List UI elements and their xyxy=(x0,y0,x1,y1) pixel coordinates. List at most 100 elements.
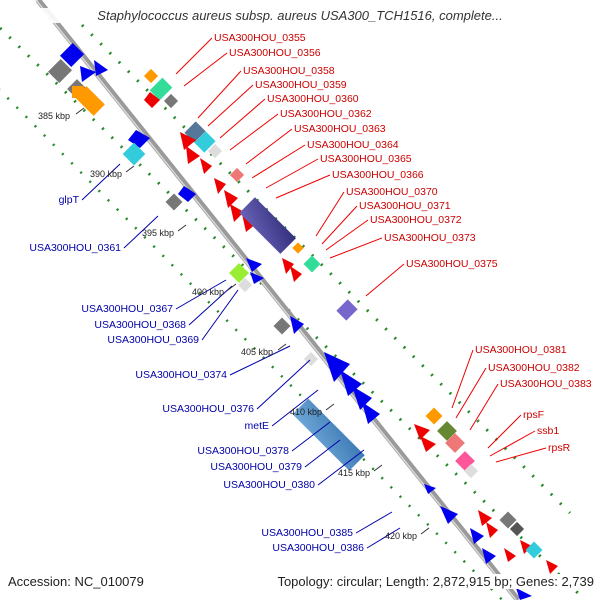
gene-arrow xyxy=(178,186,196,202)
gene-arrow xyxy=(504,548,516,562)
gene-block xyxy=(509,521,525,537)
scale-tick-label: 420 kbp xyxy=(385,531,417,541)
map-title: Staphylococcus aureus subsp. aureus USA3… xyxy=(0,8,600,23)
callout-line xyxy=(125,165,135,173)
gene-label[interactable]: USA300HOU_0367 xyxy=(81,303,173,315)
callout-line xyxy=(487,414,522,449)
gene-arrow xyxy=(440,506,458,524)
gene-block xyxy=(463,463,479,479)
gene-label[interactable]: USA300HOU_0356 xyxy=(229,47,321,59)
gene-label[interactable]: rpsF xyxy=(523,409,544,421)
scale-tick-label: 390 kbp xyxy=(90,169,122,179)
gene-label[interactable]: glpT xyxy=(59,194,80,206)
gene-arrow xyxy=(478,510,492,526)
gene-label[interactable]: USA300HOU_0360 xyxy=(267,93,359,105)
gene-arrow xyxy=(420,436,436,452)
gene-block xyxy=(59,42,85,68)
gene-label[interactable]: rpsR xyxy=(548,442,571,454)
gene-arrow xyxy=(424,484,436,494)
scale-tick-label: 385 kbp xyxy=(38,111,70,121)
gene-block xyxy=(149,77,173,101)
callout-line xyxy=(177,224,187,232)
gene-label[interactable]: USA300HOU_0362 xyxy=(280,108,372,120)
gene-block xyxy=(336,299,358,321)
callout-line xyxy=(291,421,331,452)
gene-arrow xyxy=(250,272,264,284)
gene-block xyxy=(303,255,321,273)
gene-label[interactable]: USA300HOU_0378 xyxy=(197,445,289,457)
gene-block xyxy=(237,277,253,293)
callout-line xyxy=(495,447,547,463)
topology-text: Topology: circular; Length: 2,872,915 bp… xyxy=(277,574,594,589)
gene-label[interactable]: USA300HOU_0359 xyxy=(255,79,347,91)
gene-label[interactable]: USA300HOU_0358 xyxy=(243,65,335,77)
callout-line xyxy=(277,343,287,351)
callout-line xyxy=(207,84,254,127)
gene-label[interactable]: USA300HOU_0361 xyxy=(29,242,121,254)
gene-arrow xyxy=(290,316,304,334)
gene-block xyxy=(239,197,296,254)
gene-block xyxy=(425,407,443,425)
callout-line xyxy=(355,511,393,534)
gene-label[interactable]: USA300HOU_0365 xyxy=(320,153,412,165)
gene-label[interactable]: USA300HOU_0363 xyxy=(294,123,386,135)
gene-block xyxy=(437,421,457,441)
callout-line xyxy=(325,403,335,411)
gene-block xyxy=(143,68,159,84)
gene-block xyxy=(499,511,517,529)
gene-arrow xyxy=(230,204,244,222)
gene-label[interactable]: USA300HOU_0382 xyxy=(488,362,580,374)
callout-line xyxy=(420,527,430,535)
gene-label[interactable]: USA300HOU_0371 xyxy=(359,200,451,212)
callout-line xyxy=(81,163,121,201)
gene-label[interactable]: USA300HOU_0381 xyxy=(475,344,567,356)
callout-line xyxy=(201,289,239,341)
gene-label[interactable]: USA300HOU_0366 xyxy=(332,169,424,181)
gene-label[interactable]: USA300HOU_0376 xyxy=(162,403,254,415)
gene-arrow xyxy=(282,258,294,274)
callout-line xyxy=(455,367,487,419)
gene-arrow xyxy=(180,132,196,150)
callout-line xyxy=(123,215,159,249)
gene-label[interactable]: USA300HOU_0372 xyxy=(370,214,462,226)
gene-label[interactable]: USA300HOU_0368 xyxy=(94,319,186,331)
gene-label[interactable]: USA300HOU_0370 xyxy=(346,186,438,198)
gene-arrow xyxy=(186,146,200,164)
accession-text: Accession: NC_010079 xyxy=(8,574,144,589)
gene-arrow xyxy=(324,352,350,382)
gene-block xyxy=(273,317,291,335)
callout-line xyxy=(469,383,499,431)
gene-label[interactable]: USA300HOU_0375 xyxy=(406,258,498,270)
scale-tick-label: 415 kbp xyxy=(338,468,370,478)
gene-block xyxy=(72,86,84,98)
callout-line xyxy=(275,174,331,199)
callout-line xyxy=(256,359,311,410)
gene-block xyxy=(229,263,249,283)
gene-label[interactable]: USA300HOU_0364 xyxy=(307,139,399,151)
callout-line xyxy=(366,527,401,549)
gene-block xyxy=(292,398,365,471)
gene-label[interactable]: USA300HOU_0355 xyxy=(214,32,306,44)
scale-tick-label: 395 kbp xyxy=(142,228,174,238)
gene-label[interactable]: USA300HOU_0373 xyxy=(384,232,476,244)
gene-arrow xyxy=(94,60,108,76)
gene-label[interactable]: USA300HOU_0386 xyxy=(272,542,364,554)
gene-label[interactable]: ssb1 xyxy=(537,425,559,437)
backbone xyxy=(35,0,521,600)
gene-label[interactable]: USA300HOU_0383 xyxy=(500,378,592,390)
backbone-highlight xyxy=(35,0,517,600)
callout-line xyxy=(183,52,228,87)
gene-arrow xyxy=(224,190,238,208)
gene-block xyxy=(163,93,179,109)
gene-label[interactable]: USA300HOU_0369 xyxy=(107,334,199,346)
callout-line xyxy=(365,263,405,297)
gene-label[interactable]: USA300HOU_0374 xyxy=(135,369,227,381)
gene-label[interactable]: USA300HOU_0385 xyxy=(261,527,353,539)
gene-label[interactable]: USA300HOU_0380 xyxy=(223,479,315,491)
gene-label[interactable]: metE xyxy=(244,420,269,432)
callout-line xyxy=(75,107,85,115)
gene-label[interactable]: USA300HOU_0379 xyxy=(210,461,302,473)
callout-line xyxy=(219,98,266,139)
callout-line xyxy=(229,113,279,151)
